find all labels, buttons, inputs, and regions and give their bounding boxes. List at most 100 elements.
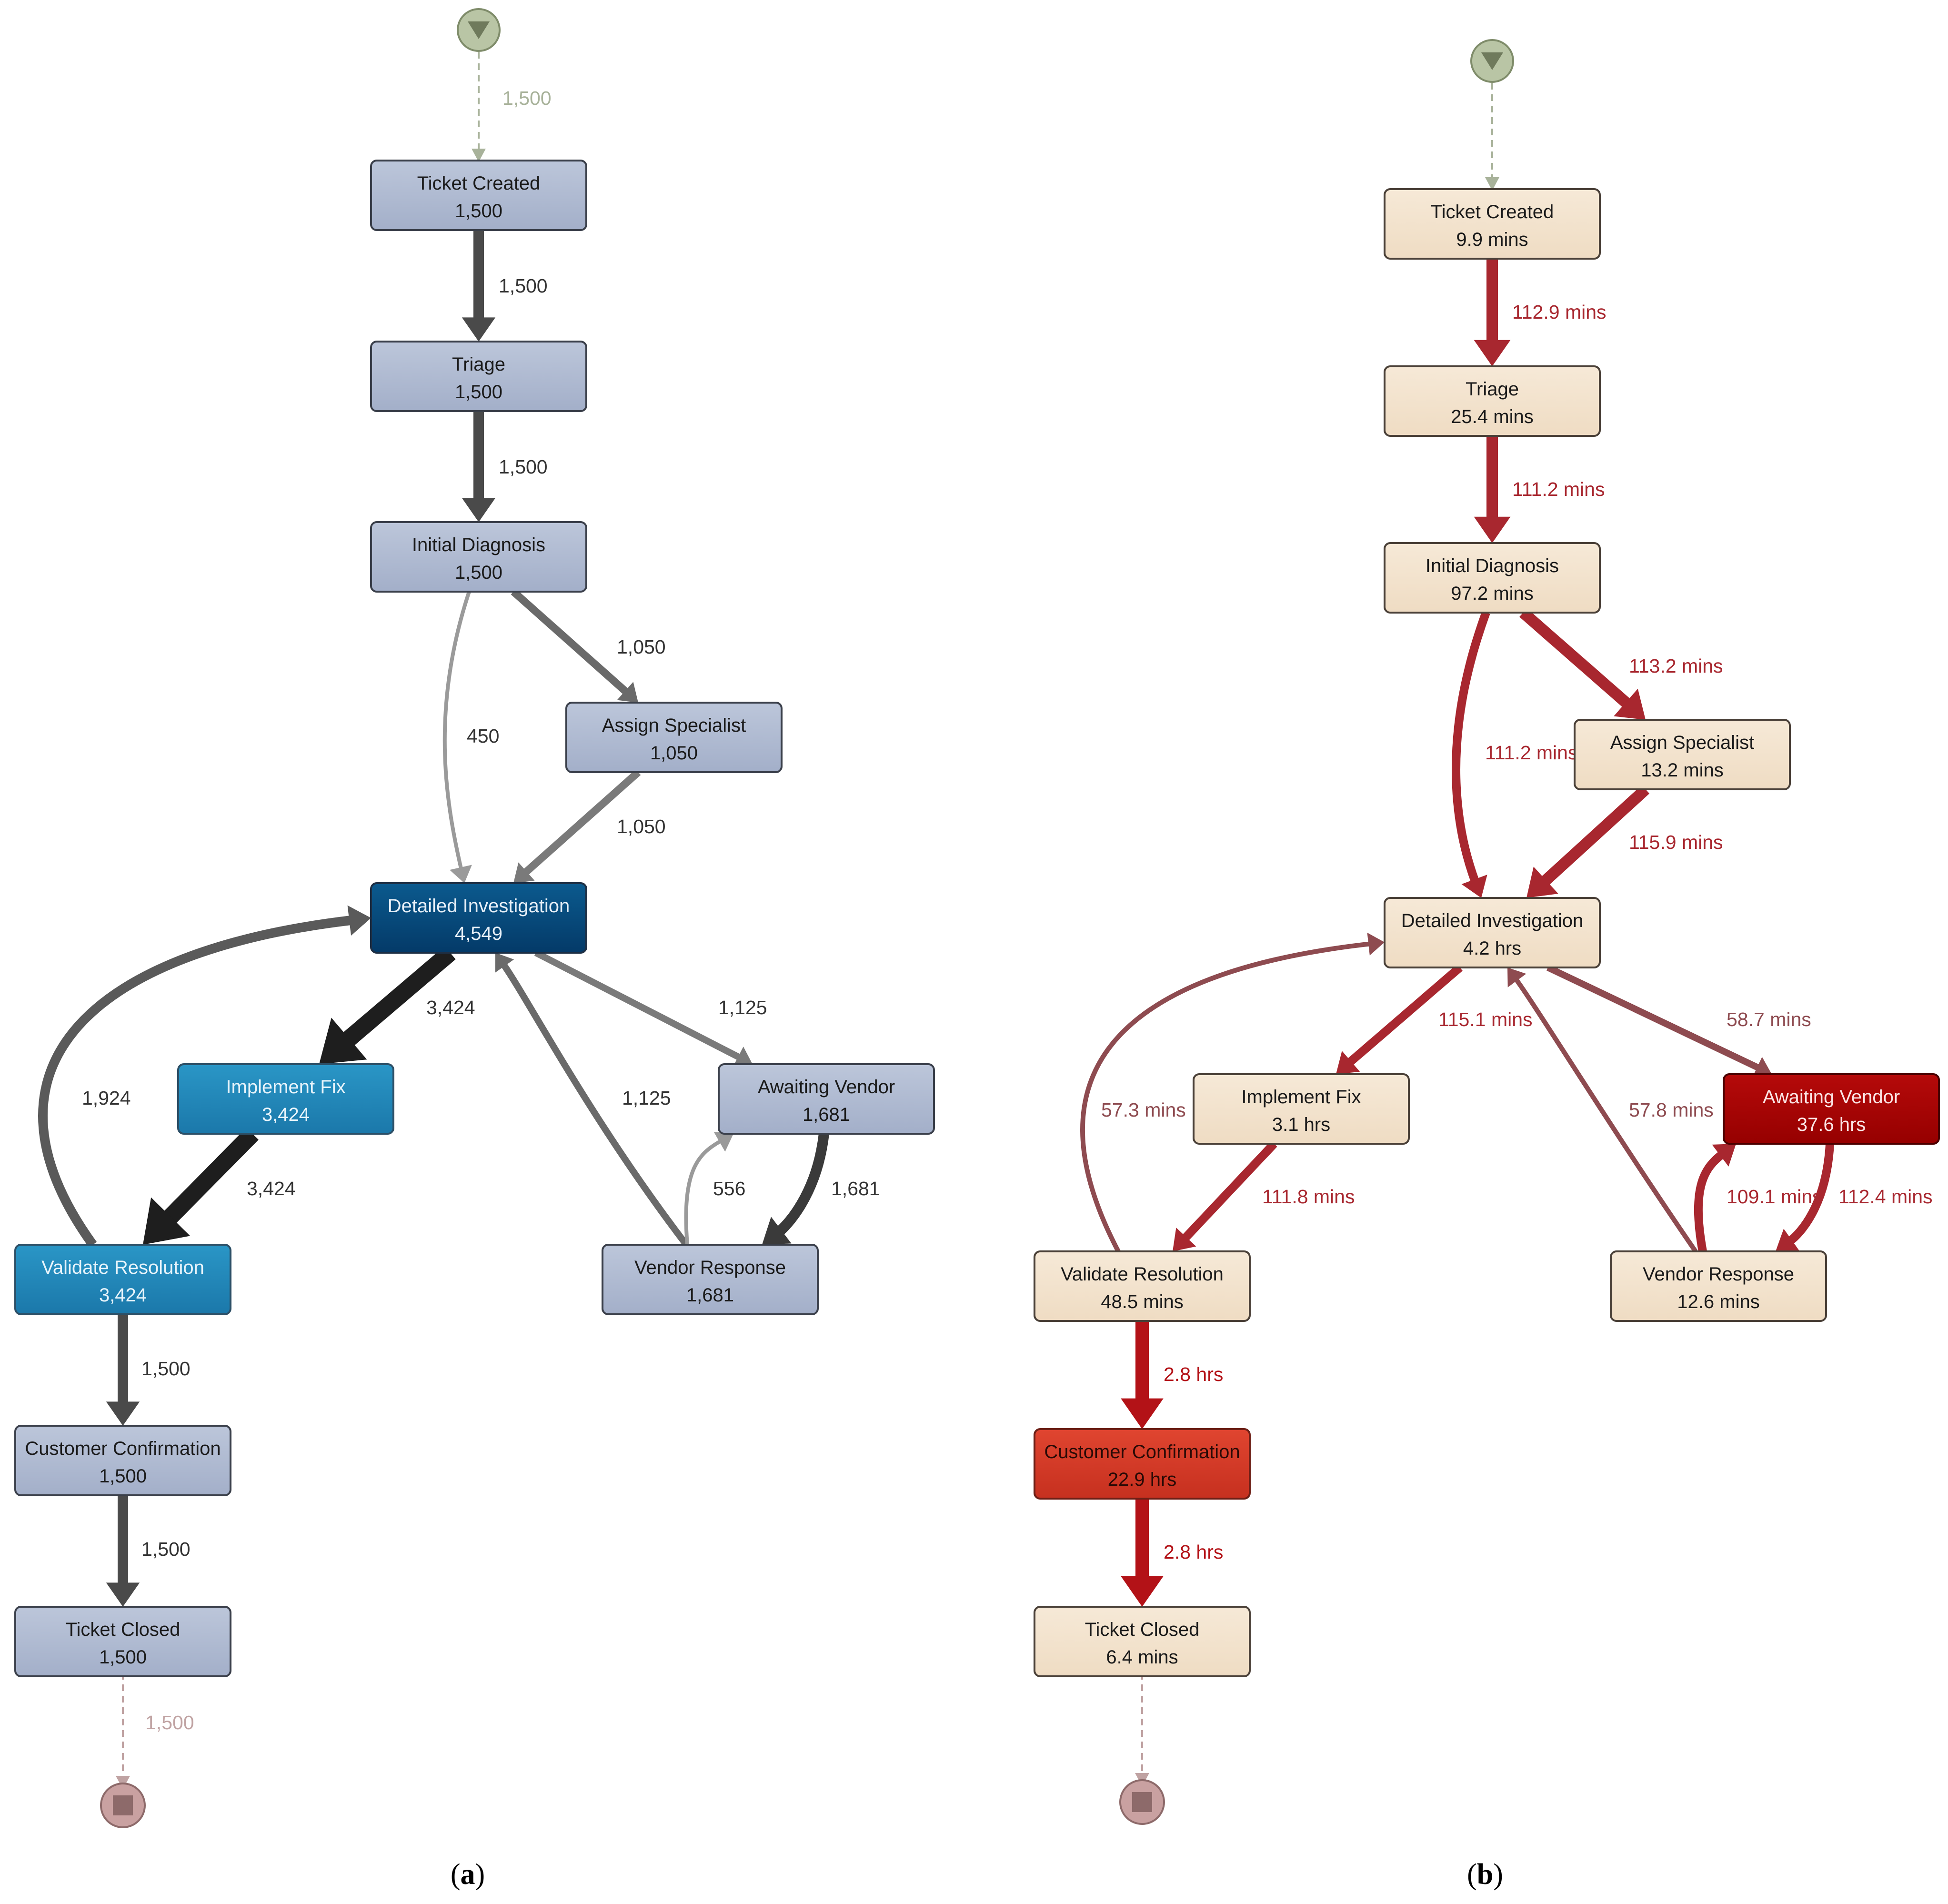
node-value: 1,500 (99, 1647, 147, 1668)
node-box (14, 1606, 231, 1677)
panel-a-edge-initial-diagnosis-to-detailed-investigation: 450 (442, 591, 499, 883)
edge-line (1346, 964, 1463, 1067)
panel-a-edge-detailed-investigation-to-implement-fix: 3,424 (319, 946, 475, 1064)
node-box (602, 1244, 819, 1315)
edge-line (1514, 977, 1698, 1253)
panel-b-edge-detailed-investigation-to-implement-fix: 115.1 mins (1336, 964, 1533, 1074)
node-box (1723, 1073, 1940, 1145)
panel-a-edge-vendor-response-to-detailed-investigation: 1,125 (495, 953, 689, 1247)
edge-arrowhead (733, 1047, 753, 1067)
node-box (1384, 897, 1601, 968)
node-value: 25.4 mins (1451, 406, 1533, 427)
edge-arrowhead (617, 682, 638, 703)
node-value: 1,681 (803, 1104, 850, 1125)
node-value: 3.1 hrs (1272, 1114, 1330, 1135)
panel-a-edge-awaiting-vendor-to-vendor-response: 1,681 (762, 1133, 880, 1245)
node-label: Awaiting Vendor (1763, 1087, 1900, 1108)
node-box (1384, 188, 1601, 260)
node-label: Ticket Closed (1085, 1619, 1200, 1640)
panel-a-end-icon (100, 1783, 146, 1828)
node-value: 4,549 (455, 923, 502, 944)
node-label: Ticket Created (1431, 201, 1554, 222)
panel-a-edge-assign-specialist-to-detailed-investigation: 1,050 (513, 769, 666, 883)
edge-label: 112.9 mins (1512, 301, 1607, 323)
panel-b-node-assign-specialist[interactable]: Assign Specialist 13.2 mins (1574, 719, 1791, 790)
node-value: 3,424 (99, 1285, 147, 1306)
node-box (370, 341, 587, 412)
edge-line (1539, 785, 1650, 887)
node-box (565, 702, 783, 773)
edge-line (442, 591, 471, 870)
node-label: Initial Diagnosis (412, 534, 545, 555)
node-label: Assign Specialist (1610, 732, 1754, 753)
edge-label: 450 (467, 725, 499, 747)
edge-line (1080, 941, 1371, 1253)
edge-label: 1,500 (499, 456, 548, 478)
node-value: 48.5 mins (1101, 1291, 1183, 1312)
edge-arrowhead (1367, 932, 1385, 956)
edge-label: 112.4 mins (1838, 1186, 1933, 1208)
panel-b-edge-vendor-response-to-detailed-investigation: 57.8 mins (1507, 967, 1714, 1253)
node-box (370, 521, 587, 593)
node-box (1034, 1250, 1251, 1322)
edge-arrowhead (713, 1132, 733, 1152)
edge-arrowhead (1526, 866, 1558, 898)
edge-label: 1,050 (617, 636, 666, 658)
node-value: 1,500 (455, 562, 502, 583)
edge-label: 3,424 (426, 997, 475, 1018)
edge-line (534, 949, 742, 1061)
node-box (370, 882, 587, 954)
edge-label: 1,050 (617, 816, 666, 837)
edge-label: 111.8 mins (1262, 1186, 1355, 1208)
panel-b-end-icon (1119, 1779, 1165, 1825)
panel-a-node-initial-diagnosis[interactable]: Initial Diagnosis 1,500 (370, 521, 587, 593)
edge-label: 3,424 (247, 1178, 296, 1199)
panel-a-frequency-map: 1,500 1,500 1,500 1,500 1,050 450 1,050 3,424… (14, 8, 935, 1891)
edge-arrowhead (495, 953, 514, 973)
edge-arrowhead (319, 1017, 367, 1064)
edge-label: 1,500 (141, 1538, 191, 1560)
node-label: Ticket Closed (66, 1619, 181, 1640)
edge-arrowhead (1121, 1398, 1164, 1429)
panel-a-edge-vendor-response-to-awaiting-vendor: 556 (684, 1132, 745, 1245)
edge-arrowhead (1121, 1576, 1164, 1607)
panel-b-edge-initial-diagnosis-to-detailed-investigation: 111.2 mins (1452, 611, 1577, 898)
edge-arrowhead (1752, 1057, 1772, 1078)
node-box (1574, 719, 1791, 790)
edge-arrowhead (1712, 1144, 1736, 1167)
node-box (718, 1063, 935, 1135)
panel-a-caption: (a) (451, 1858, 485, 1891)
edge-arrowhead (106, 1582, 140, 1607)
edge-line (1546, 964, 1761, 1071)
node-value: 1,050 (650, 743, 698, 764)
panel-b-edge-customer-confirmation-to-ticket-closed: 2.8 hrs (1121, 1499, 1223, 1607)
panel-a-edge-ticket-created-to-triage: 1,500 (462, 230, 548, 342)
node-box (1193, 1073, 1410, 1145)
panel-a-node-ticket-closed[interactable]: Ticket Closed 1,500 (14, 1606, 231, 1677)
node-value: 13.2 mins (1641, 760, 1723, 781)
edge-arrowhead (1336, 1051, 1360, 1074)
